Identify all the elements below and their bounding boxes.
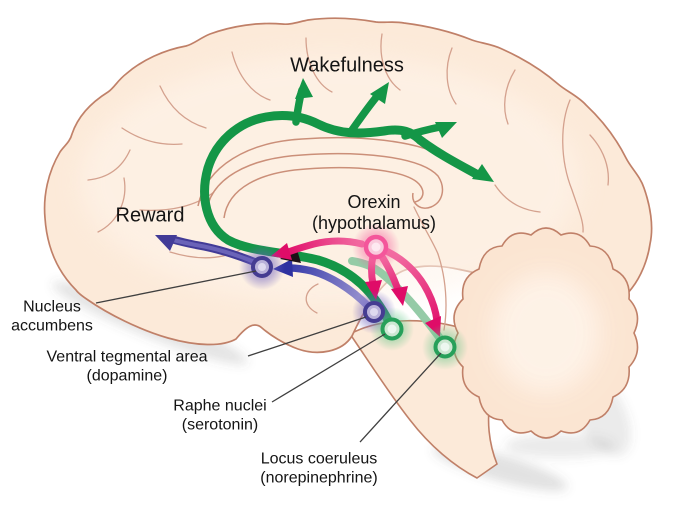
label-locus-coeruleus: Locus coeruleus (norepinephrine) [260, 450, 377, 487]
label-orexin: Orexin (hypothalamus) [312, 192, 436, 234]
label-vta-line2: (dopamine) [86, 367, 168, 384]
raphe-node [380, 317, 404, 341]
label-nucleus-accumbens: Nucleus accumbens [11, 298, 93, 335]
label-reward: Reward [115, 204, 185, 227]
label-raphe-line1: Raphe nuclei [173, 397, 267, 415]
sulci-lines [87, 33, 610, 331]
label-orexin-line2: (hypothalamus) [311, 213, 437, 233]
cerebrum-inner-highlight [80, 55, 580, 305]
label-orexin-line1: Orexin [347, 192, 401, 213]
label-raphe-line2: (serotonin) [181, 416, 259, 433]
label-locus-coeruleus-line1: Locus coeruleus [260, 450, 378, 468]
leader-raphe [271, 333, 386, 403]
orexin-to-accumbens [282, 237, 366, 257]
orexin-node [363, 234, 389, 260]
leader-lines [95, 270, 442, 443]
label-locus-coeruleus-line2: (norepinephrine) [260, 469, 378, 486]
label-ventral-tegmental-area: Ventral tegmental area (dopamine) [47, 348, 208, 385]
label-nucleus-accumbens-line1: Nucleus [23, 298, 81, 316]
nodes [251, 234, 457, 359]
leader-vta [247, 316, 367, 357]
dopamine-arrow-shaft [286, 264, 372, 310]
orexin-to-locus-coeruleus [380, 246, 441, 325]
label-vta-line1: Ventral tegmental area [46, 348, 208, 366]
cerebellum-inner-highlight [492, 273, 600, 393]
nucleus-accumbens-node [251, 256, 273, 278]
leader-locus-coeruleus [359, 352, 442, 443]
locus-coeruleus-node [433, 335, 457, 359]
leader-nucleus-accumbens [95, 270, 257, 304]
label-raphe-nuclei: Raphe nuclei (serotonin) [173, 397, 266, 434]
label-wakefulness: Wakefulness [290, 54, 404, 77]
wakefulness-arrowheads [295, 78, 494, 182]
reward-arrowhead [155, 235, 177, 251]
corpus-callosum [197, 136, 447, 219]
vta-node [363, 301, 385, 323]
label-nucleus-accumbens-line2: accumbens [11, 317, 93, 334]
